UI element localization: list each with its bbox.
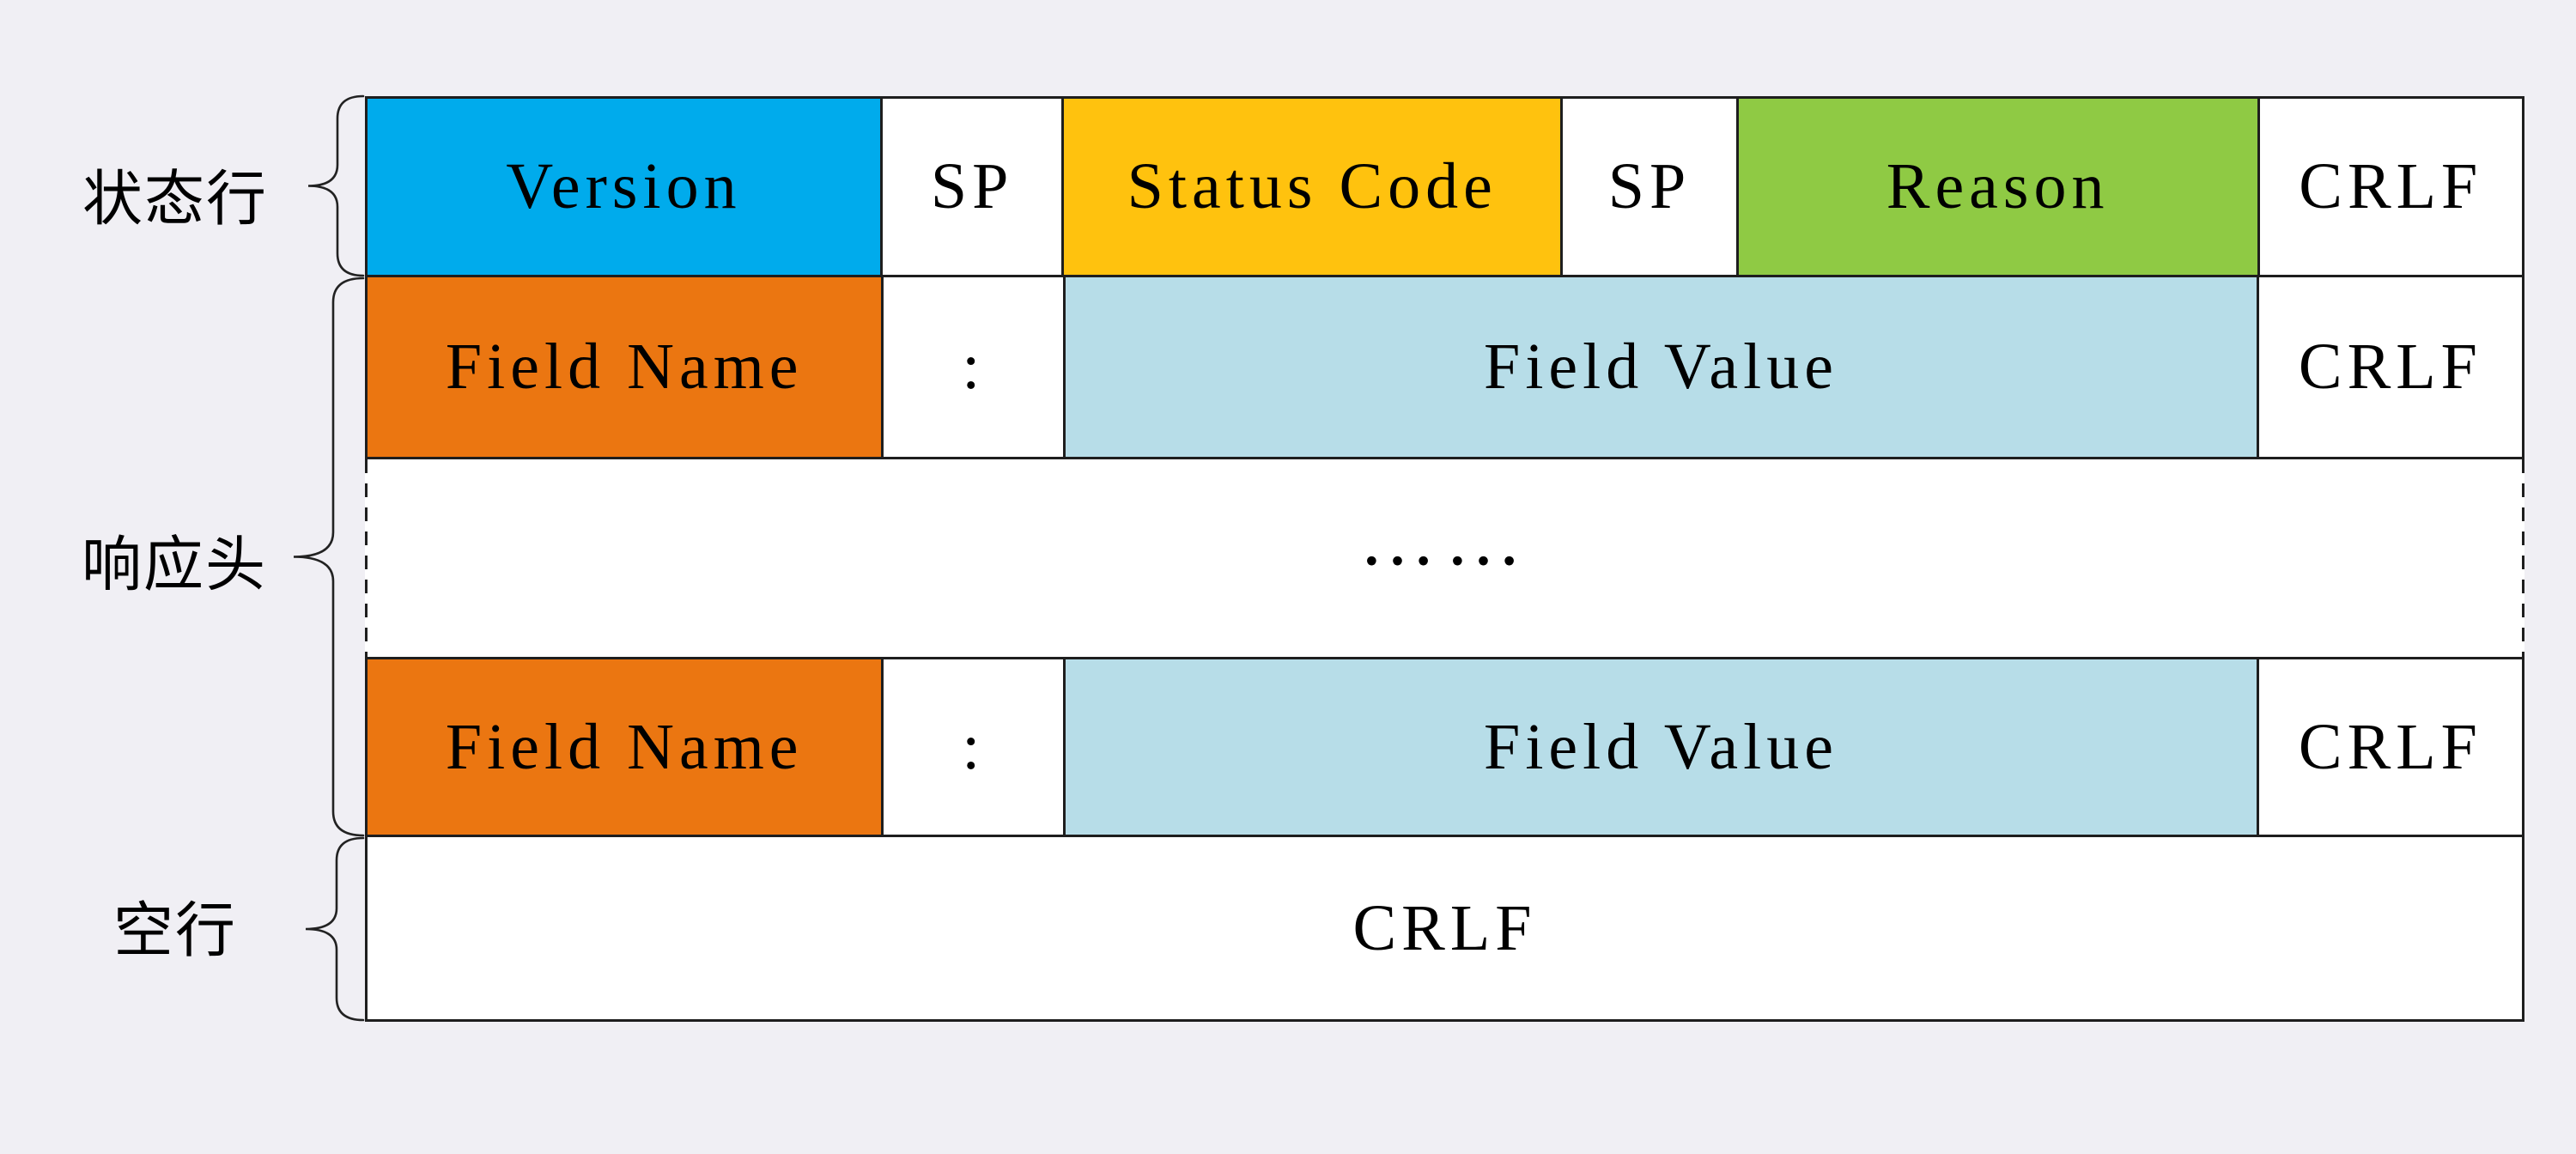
label-status-line: 状态行 xyxy=(82,167,268,234)
dashed-edge-right xyxy=(2522,459,2524,657)
continuation-band: …… xyxy=(365,459,2524,657)
cell-field-name-1: Field Name xyxy=(368,277,882,457)
cell-crlf-blank: CRLF xyxy=(368,837,2522,1019)
cell-crlf-header-1: CRLF xyxy=(2256,277,2522,457)
curly-brace-status-line xyxy=(305,94,365,277)
cell-version: Version xyxy=(368,99,880,275)
cell-crlf-status: CRLF xyxy=(2257,99,2522,275)
row-status-line: Version SP Status Code SP Reason CRLF xyxy=(365,96,2524,277)
label-response-headers: 响应头 xyxy=(82,532,267,599)
cell-crlf-header-2: CRLF xyxy=(2256,659,2522,835)
cell-colon-2: : xyxy=(881,659,1064,835)
cell-field-name-2: Field Name xyxy=(368,659,882,835)
cell-field-value-1: Field Value xyxy=(1063,277,2257,457)
cell-colon-1: : xyxy=(881,277,1064,457)
cell-sp-1: SP xyxy=(879,99,1062,275)
dashed-edge-left xyxy=(365,459,368,657)
ellipsis-dots: …… xyxy=(1358,496,1531,581)
curly-brace-response-headers xyxy=(290,276,365,837)
row-blank-line: CRLF xyxy=(365,835,2524,1022)
row-header-field-2: Field Name : Field Value CRLF xyxy=(365,657,2524,837)
cell-status-code: Status Code xyxy=(1061,99,1561,275)
label-blank-line: 空行 xyxy=(113,898,237,965)
cell-field-value-2: Field Value xyxy=(1063,659,2257,835)
cell-reason: Reason xyxy=(1735,99,2257,275)
curly-brace-blank-line xyxy=(302,836,365,1022)
row-header-field-1: Field Name : Field Value CRLF xyxy=(365,275,2524,459)
cell-sp-2: SP xyxy=(1560,99,1736,275)
